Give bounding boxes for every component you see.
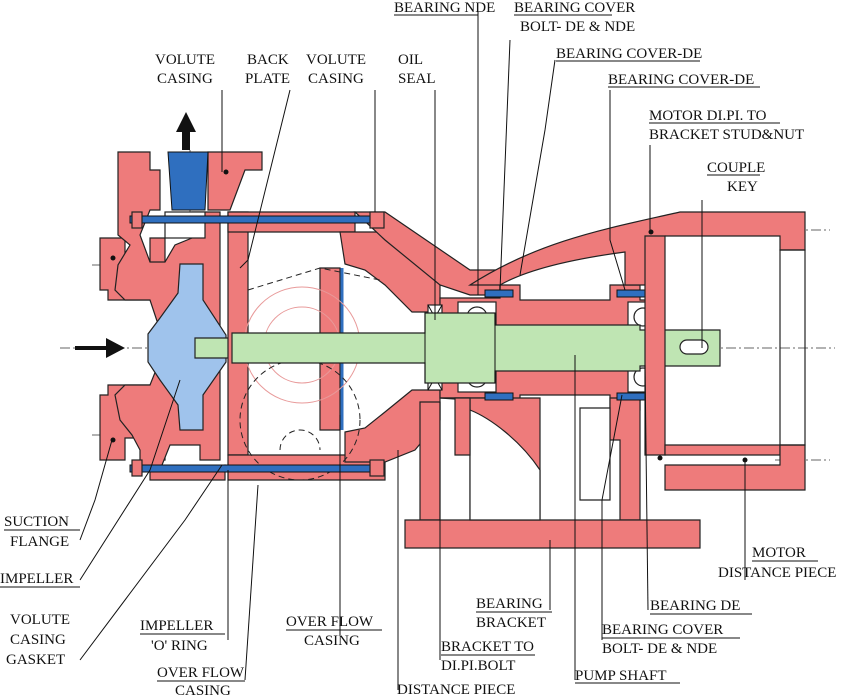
label-casing-1: CASING <box>157 71 213 87</box>
label-distance-piece: DISTANCE PIECE <box>397 682 515 698</box>
label-motor: MOTOR <box>752 545 806 561</box>
suction-arrow-icon <box>75 338 125 358</box>
pump-shaft <box>231 312 721 384</box>
label-overflow-mid-2: CASING <box>304 633 360 649</box>
label-pump-shaft: PUMP SHAFT <box>575 668 667 684</box>
label-bearing-de: BEARING DE <box>650 598 740 614</box>
label-cover-bolt-b-1: BEARING COVER <box>602 622 723 638</box>
label-seal: SEAL <box>398 71 436 87</box>
label-motor-dipi-2: BRACKET STUD&NUT <box>649 127 804 143</box>
label-bearing-bracket-2: BRACKET <box>476 615 546 631</box>
label-motor-dipi-1: MOTOR DI.PI. TO <box>649 108 767 124</box>
label-bearing-nde: BEARING NDE <box>394 0 495 16</box>
label-bearing-cover-de-2: BEARING COVER-DE <box>608 72 754 88</box>
label-bearing-bracket-1: BEARING <box>476 596 543 612</box>
label-volute-2: VOLUTE <box>306 52 366 68</box>
label-gasket-1: VOLUTE <box>10 612 70 628</box>
label-overflow-1: OVER FLOW <box>157 665 245 681</box>
leader-lines <box>79 12 746 690</box>
label-casing-2: CASING <box>308 71 364 87</box>
hidden-line <box>279 429 321 451</box>
label-suction: SUCTION <box>4 514 69 530</box>
label-underlines <box>0 14 818 684</box>
impeller <box>147 263 233 431</box>
label-cover-bolt-b-2: BOLT- DE & NDE <box>602 641 717 657</box>
label-overflow-mid-1: OVER FLOW <box>286 614 374 630</box>
label-bracket-bolt-1: BRACKET TO <box>441 639 534 655</box>
discharge-arrow-icon <box>176 112 196 150</box>
label-key: KEY <box>727 179 758 195</box>
hidden-line <box>247 267 381 291</box>
label-bearing-cover-de-1: BEARING COVER-DE <box>556 46 702 62</box>
tie-rod-studs <box>129 211 385 477</box>
label-bearing-cover-bolt-2: BOLT- DE & NDE <box>520 19 635 35</box>
label-motor-distance: DISTANCE PIECE <box>718 565 836 581</box>
label-couple: COUPLE <box>707 160 765 176</box>
label-impeller-oring-2: 'O' RING <box>151 638 208 654</box>
label-plate: PLATE <box>245 71 290 87</box>
label-flange: FLANGE <box>10 534 69 550</box>
label-overflow-2: CASING <box>175 683 231 699</box>
motor-distance-piece <box>467 211 806 491</box>
label-bearing-cover-bolt-1: BEARING COVER <box>514 0 635 16</box>
couple-key <box>679 339 709 355</box>
label-back: BACK <box>247 52 289 68</box>
label-gasket-3: GASKET <box>6 652 65 668</box>
label-bracket-bolt-2: DI.PI.BOLT <box>441 658 515 674</box>
label-oil: OIL <box>398 52 423 68</box>
label-gasket-2: CASING <box>10 632 66 648</box>
label-impeller: IMPELLER <box>0 571 73 587</box>
label-volute-1: VOLUTE <box>155 52 215 68</box>
label-impeller-oring-1: IMPELLER <box>140 618 213 634</box>
